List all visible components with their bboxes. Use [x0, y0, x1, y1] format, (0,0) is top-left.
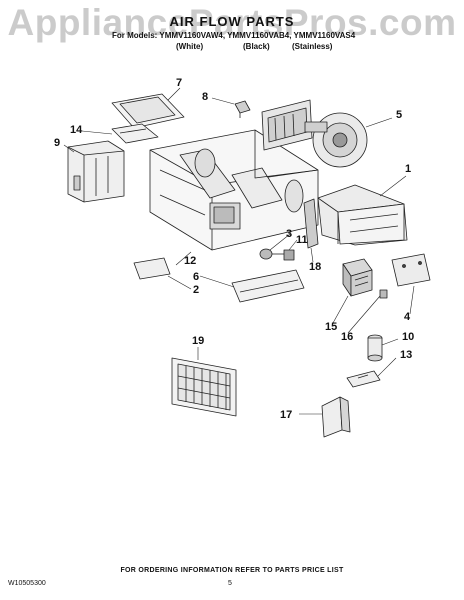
- part-3-thermal-cutout[interactable]: [259, 248, 284, 260]
- callout-7: 7: [176, 77, 182, 89]
- part-1-duct-housing[interactable]: [317, 184, 408, 246]
- part-14-panel[interactable]: [111, 123, 159, 144]
- part-9-air-duct[interactable]: [67, 140, 125, 203]
- leader-lines: [63, 87, 415, 415]
- callout-3: 3: [286, 228, 292, 240]
- page-title: AIR FLOW PARTS: [169, 14, 295, 29]
- part-8-switch[interactable]: [234, 100, 251, 118]
- callout-2: 2: [193, 284, 199, 296]
- color-stainless: (Stainless): [292, 42, 333, 51]
- callout-11: 11: [296, 234, 308, 246]
- part-17-air-guide[interactable]: [321, 396, 351, 438]
- part-13-bracket[interactable]: [346, 370, 381, 388]
- model-list: For Models: YMMV1160VAW4, YMMV1160VAB4, …: [112, 31, 356, 40]
- callout-1: 1: [405, 163, 411, 175]
- callout-14: 14: [70, 124, 83, 136]
- main-cavity-assembly[interactable]: [149, 129, 319, 251]
- callout-18: 18: [309, 261, 321, 273]
- callout-12: 12: [184, 255, 196, 267]
- callout-13: 13: [400, 349, 412, 361]
- callout-5: 5: [396, 109, 402, 121]
- watermark: AppliancePartsPros.com: [7, 2, 457, 43]
- color-white: (White): [176, 42, 204, 51]
- callout-10: 10: [402, 331, 414, 343]
- document-number: W10505300: [8, 580, 46, 587]
- callout-6: 6: [193, 271, 199, 283]
- callout-9: 9: [54, 137, 60, 149]
- part-4-board[interactable]: [391, 253, 431, 287]
- part-16-clip[interactable]: [379, 289, 388, 299]
- part-5-blower-assembly[interactable]: [261, 99, 368, 168]
- callout-8: 8: [202, 91, 208, 103]
- part-12-bracket[interactable]: [133, 257, 171, 280]
- callout-16: 16: [341, 331, 353, 343]
- part-6-plate[interactable]: [231, 269, 305, 303]
- callout-19: 19: [192, 335, 204, 347]
- ordering-note: FOR ORDERING INFORMATION REFER TO PARTS …: [120, 567, 344, 574]
- callout-15: 15: [325, 321, 337, 333]
- page-number: 5: [228, 580, 232, 587]
- part-18-strip[interactable]: [303, 198, 319, 249]
- part-11-sensor[interactable]: [283, 249, 295, 261]
- part-10-capacitor[interactable]: [367, 334, 383, 362]
- callout-17: 17: [280, 409, 292, 421]
- callout-4: 4: [404, 311, 411, 323]
- part-15-transformer[interactable]: [342, 258, 373, 297]
- part-7-filter[interactable]: [111, 93, 185, 129]
- part-19-grille[interactable]: [171, 357, 237, 417]
- color-black: (Black): [243, 42, 270, 51]
- callouts: 1 2 3 4 5 6 7 8 9 10 11 12 13 14 15 16 1…: [54, 77, 414, 421]
